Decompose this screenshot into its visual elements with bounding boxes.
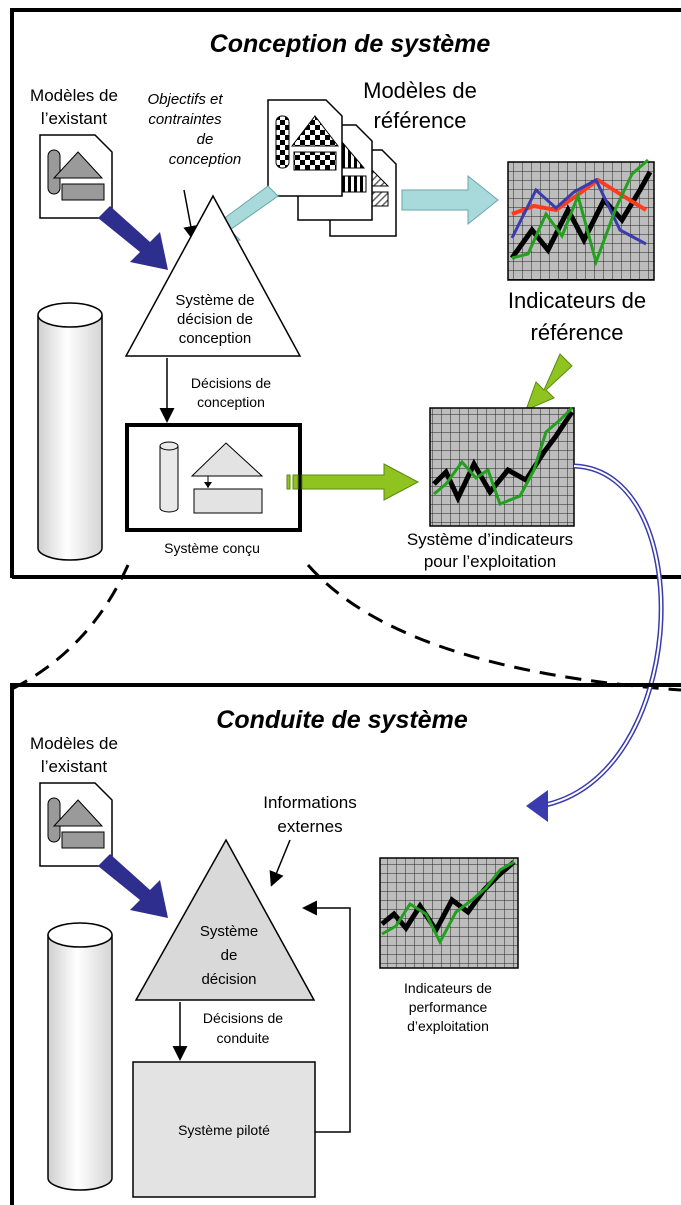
performance-indicators-label-line1: Indicateurs de: [404, 980, 492, 996]
piloted-system-box: [132, 1061, 316, 1198]
existing-model-document-icon: [39, 134, 113, 219]
designed-to-indicators-arrow: [286, 463, 420, 501]
designed-system-box: [125, 423, 302, 532]
existing-models-label-line1: Modèles de: [30, 86, 118, 105]
performance-indicators-label-line3: d’exploitation: [407, 1018, 489, 1034]
bottom-existing-to-decision-arrow: [98, 854, 168, 918]
conduct-decision-label-line1: Système: [200, 923, 258, 940]
existing-models-label-line2: l’existant: [41, 109, 107, 128]
indicator-system-label-line2: pour l’exploitation: [424, 552, 556, 571]
reference-models-label-line1: Modèles de: [363, 78, 477, 103]
reference-indicators-label-line2: référence: [531, 320, 624, 345]
design-decision-label-line2: décision de: [177, 311, 253, 328]
bottom-system-cylinder: [47, 922, 113, 1191]
performance-indicators-label-line2: performance: [409, 999, 488, 1015]
reference-indicators-label-line1: Indicateurs de: [508, 288, 646, 313]
bottom-existing-models-line2: l’existant: [41, 757, 107, 776]
performance-indicators-chart: [379, 857, 519, 969]
objectives-arrow: [183, 189, 199, 241]
external-info-arrow: [269, 839, 291, 887]
bottom-panel: Conduite de système Modèles de l’existan…: [10, 683, 681, 1205]
bottom-panel-border: [10, 683, 681, 1205]
existing-to-decision-arrow: [98, 206, 168, 270]
right-dashed-connector: [306, 564, 681, 692]
top-panel-border: [10, 8, 681, 578]
design-decision-label-line3: conception: [179, 330, 252, 347]
reference-models-label-line2: référence: [374, 108, 467, 133]
designed-system-label: Système conçu: [164, 540, 260, 556]
design-decision-triangle: [124, 194, 302, 357]
driving-decisions-label-line2: conduite: [217, 1030, 270, 1046]
driving-decisions-label-line1: Décisions de: [203, 1010, 283, 1026]
conduct-decision-label-line2: de: [221, 947, 238, 964]
top-panel-title: Conception de système: [210, 30, 491, 58]
feedback-loop-arrow: [302, 900, 351, 1133]
design-decisions-label-line2: conception: [197, 394, 265, 410]
reference-indicators-arrow: [525, 353, 573, 411]
objectives-label-line1: Objectifs et: [147, 91, 223, 108]
bottom-existing-model-document-icon: [39, 782, 113, 867]
piloted-system-label: Système piloté: [178, 1122, 270, 1138]
existing-system-cylinder: [37, 302, 103, 561]
bottom-panel-title: Conduite de système: [216, 706, 468, 734]
indicator-system-label-line1: Système d’indicateurs: [407, 530, 573, 549]
design-decision-label-line1: Système de: [175, 292, 254, 309]
objectives-label-line2: contraintes: [148, 111, 222, 128]
reference-models-document-icon: [267, 99, 397, 237]
top-panel: Conception de système Modèles de l’exist…: [10, 8, 681, 579]
bottom-existing-models-line1: Modèles de: [30, 734, 118, 753]
reference-indicators-chart: [507, 158, 655, 281]
external-info-label-line1: Informations: [263, 793, 357, 812]
conduct-decision-triangle: [134, 838, 316, 1001]
reference-to-indicators-arrow: [401, 174, 499, 226]
designed-system-icon: [159, 441, 264, 514]
indicators-flow-arrow: [526, 463, 664, 822]
external-info-label-line2: externes: [277, 817, 342, 836]
operational-indicators-chart: [429, 406, 575, 527]
design-decisions-label-line1: Décisions de: [191, 375, 271, 391]
objectives-label-line3: de: [197, 131, 214, 148]
objectives-label-line4: conception: [169, 151, 242, 168]
left-dashed-connector: [9, 564, 130, 692]
conduct-decision-label-line3: décision: [201, 971, 256, 988]
